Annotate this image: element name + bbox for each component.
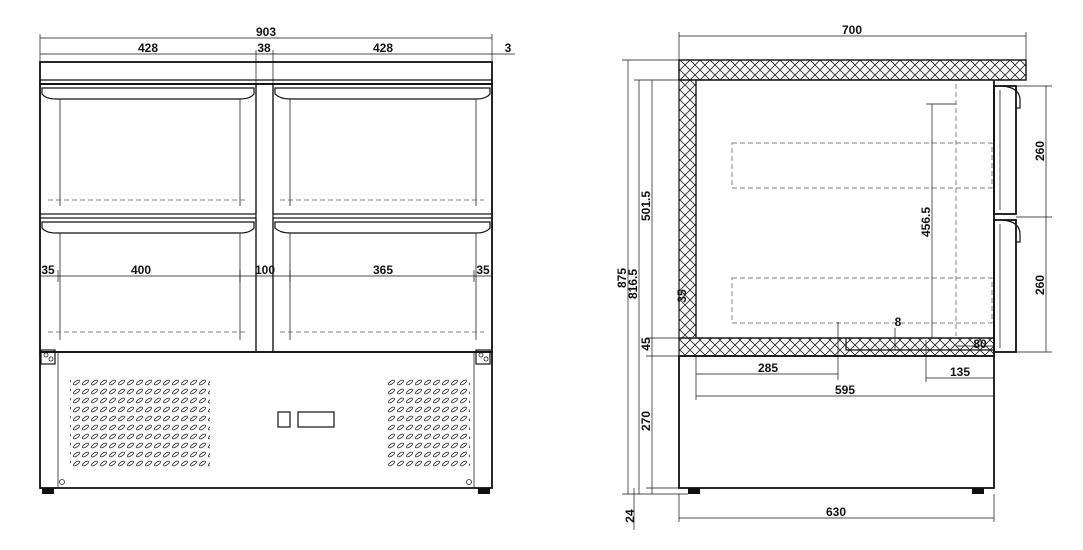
dimension-pan-depth: 285 (695, 322, 839, 400)
dimension-drawer-heights: 260 260 (1016, 85, 1052, 353)
side-drawer-upper (993, 85, 1021, 215)
dim-label-step: 8 (895, 315, 902, 329)
dimension-drawer-widths: 428 38 428 3 (40, 41, 515, 84)
dim-label-top-depth: 700 (842, 23, 862, 37)
drawer-lower-left (39, 217, 257, 353)
dimension-total-height: 875 (615, 59, 688, 495)
dim-label-total-height: 875 (615, 268, 629, 288)
dim-label-pan-height: 456.5 (919, 207, 933, 237)
front-worktop (39, 61, 493, 85)
dimension-step: 8 (894, 315, 902, 350)
dimension-section-heights: 501.5 45 270 (639, 80, 679, 494)
hinge-right (475, 349, 491, 365)
side-foot-front (972, 488, 984, 494)
hinge-left (40, 349, 56, 365)
foot-right (478, 488, 490, 494)
gn-pan-upper (731, 142, 993, 189)
dim-label-wall-thickness: 35 (675, 289, 689, 303)
dim-label-drawer-height-top: 260 (1033, 141, 1047, 161)
dim-label-inner-left: 400 (131, 263, 151, 277)
dim-label-feet-height: 24 (623, 509, 637, 523)
dim-label-inner-depth: 595 (835, 383, 855, 397)
gn-pan-lower (731, 277, 993, 324)
side-floor-insulation (678, 337, 995, 357)
dim-label-drawer-right: 428 (373, 41, 393, 55)
dimension-inner-depth: 595 (696, 383, 994, 397)
dimension-top-depth: 700 (678, 23, 1027, 60)
dim-label-rear-offset: 80 (973, 337, 987, 351)
dim-label-total-width: 903 (256, 25, 276, 39)
dim-label-wall-left: 35 (41, 263, 55, 277)
dimension-total-width: 903 (39, 25, 493, 62)
side-drawer-lower (993, 219, 1021, 353)
side-foot-rear (688, 488, 700, 494)
dimension-pan-height: 456.5 (919, 103, 956, 338)
dim-label-pan-depth: 285 (758, 361, 778, 375)
vent-grille-left (70, 378, 210, 468)
dim-label-drawer-left: 428 (138, 41, 158, 55)
drawer-upper-left (39, 83, 257, 215)
dimension-feet-height: 24 (623, 488, 637, 530)
dim-label-right-offset: 3 (505, 41, 512, 55)
side-base-cabinet (678, 355, 995, 489)
dim-label-center-gap: 38 (257, 41, 271, 55)
dim-label-wall-right: 35 (476, 263, 490, 277)
dimension-cabinet-height: 816.5 (626, 79, 679, 494)
dim-label-center-post: 100 (255, 263, 275, 277)
dimension-front-offset: 135 (925, 340, 994, 382)
dimension-internal-widths: 35 400 100 365 35 (40, 263, 492, 282)
drawer-upper-right (272, 83, 493, 215)
dim-label-front-offset: 135 (950, 365, 970, 379)
vent-grille-right (388, 378, 470, 468)
dim-label-base-height: 270 (639, 411, 653, 431)
side-worktop-insulation (678, 59, 1027, 81)
dim-label-base-thickness: 45 (639, 337, 653, 351)
dim-label-cabinet-height: 816.5 (626, 269, 640, 299)
dim-label-drawer-height-bottom: 260 (1033, 275, 1047, 295)
side-view: 700 875 816.5 501.5 45 270 24 (615, 23, 1052, 530)
thermostat-display (297, 411, 335, 428)
front-view: 903 428 38 428 3 35 400 100 365 35 (39, 25, 515, 494)
dim-label-upper-height: 501.5 (639, 191, 653, 221)
dim-label-inner-right: 365 (373, 263, 393, 277)
dimension-base-depth: 630 (678, 494, 995, 522)
dimension-rear-offset: 80 (956, 337, 994, 351)
foot-left (42, 488, 54, 494)
dim-label-base-depth: 630 (826, 505, 846, 519)
power-switch (277, 411, 291, 428)
drawer-lower-right (272, 217, 493, 353)
